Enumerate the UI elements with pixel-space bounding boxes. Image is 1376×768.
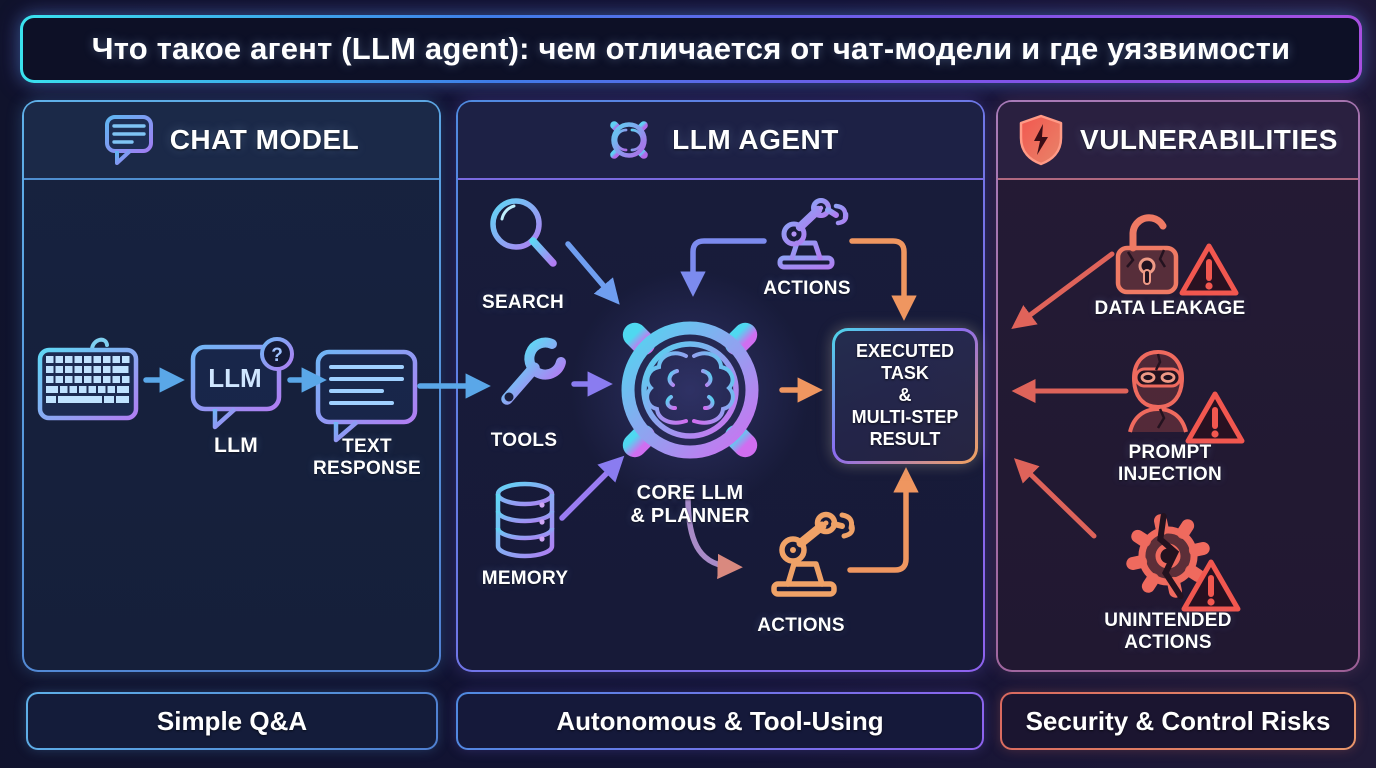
llm-agent-footer-chip: Autonomous & Tool-Using	[456, 692, 984, 750]
data-leakage-label: DATA LEAKAGE	[1094, 298, 1246, 319]
chat-model-title: CHAT MODEL	[169, 124, 360, 155]
llm-agent-header: LLM AGENT	[458, 102, 983, 180]
core-llm-label-line1: CORE LLM	[636, 482, 744, 504]
cracked-shield-icon	[1019, 114, 1063, 166]
vulnerabilities-footer-label: Security & Control Risks	[1025, 705, 1331, 736]
llm-node-label: LLM	[213, 434, 259, 457]
llm-agent-title: LLM AGENT	[672, 124, 839, 155]
vulnerabilities-footer-chip: Security & Control Risks	[1000, 692, 1356, 750]
vulnerabilities-header: VULNERABILITIES	[998, 102, 1358, 180]
unintended-actions-label-line2: ACTIONS	[1124, 632, 1212, 653]
executed-task-result-box: EXECUTED TASK & MULTI-STEP RESULT	[832, 328, 978, 464]
unintended-actions-label-line1: UNINTENDED	[1104, 610, 1232, 631]
title-banner: Что такое агент (LLM agent): чем отличае…	[20, 15, 1362, 83]
vulnerabilities-title: VULNERABILITIES	[1080, 124, 1338, 155]
panel-chat-model: CHAT MODEL	[22, 100, 441, 672]
result-line-5: RESULT	[869, 428, 941, 449]
search-label: SEARCH	[481, 292, 565, 313]
tools-label: TOOLS	[490, 430, 558, 451]
chat-model-footer-label: Simple Q&A	[156, 705, 308, 736]
result-line-3: &	[898, 385, 912, 406]
actions-bottom-label: ACTIONS	[757, 615, 845, 636]
memory-label: MEMORY	[481, 568, 569, 589]
llm-agent-footer-label: Autonomous & Tool-Using	[556, 705, 884, 736]
chat-model-footer-chip: Simple Q&A	[26, 692, 438, 750]
page-title: Что такое агент (LLM agent): чем отличае…	[91, 31, 1291, 66]
actions-top-label: ACTIONS	[763, 278, 851, 299]
text-response-label-line1: TEXT	[342, 436, 392, 457]
result-line-4: MULTI-STEP	[851, 406, 959, 427]
panel-vulnerabilities: VULNERABILITIES	[996, 100, 1360, 672]
text-response-label-line2: RESPONSE	[313, 458, 421, 479]
gear-brain-icon	[604, 115, 655, 165]
core-llm-label-line2: & PLANNER	[630, 505, 750, 527]
chat-model-header: CHAT MODEL	[24, 102, 439, 180]
prompt-injection-label-line2: INJECTION	[1117, 464, 1223, 485]
prompt-injection-label-line1: PROMPT	[1128, 442, 1212, 463]
chat-bubble-icon	[104, 115, 153, 165]
result-line-2: TASK	[881, 363, 929, 384]
result-line-1: EXECUTED	[855, 341, 954, 362]
